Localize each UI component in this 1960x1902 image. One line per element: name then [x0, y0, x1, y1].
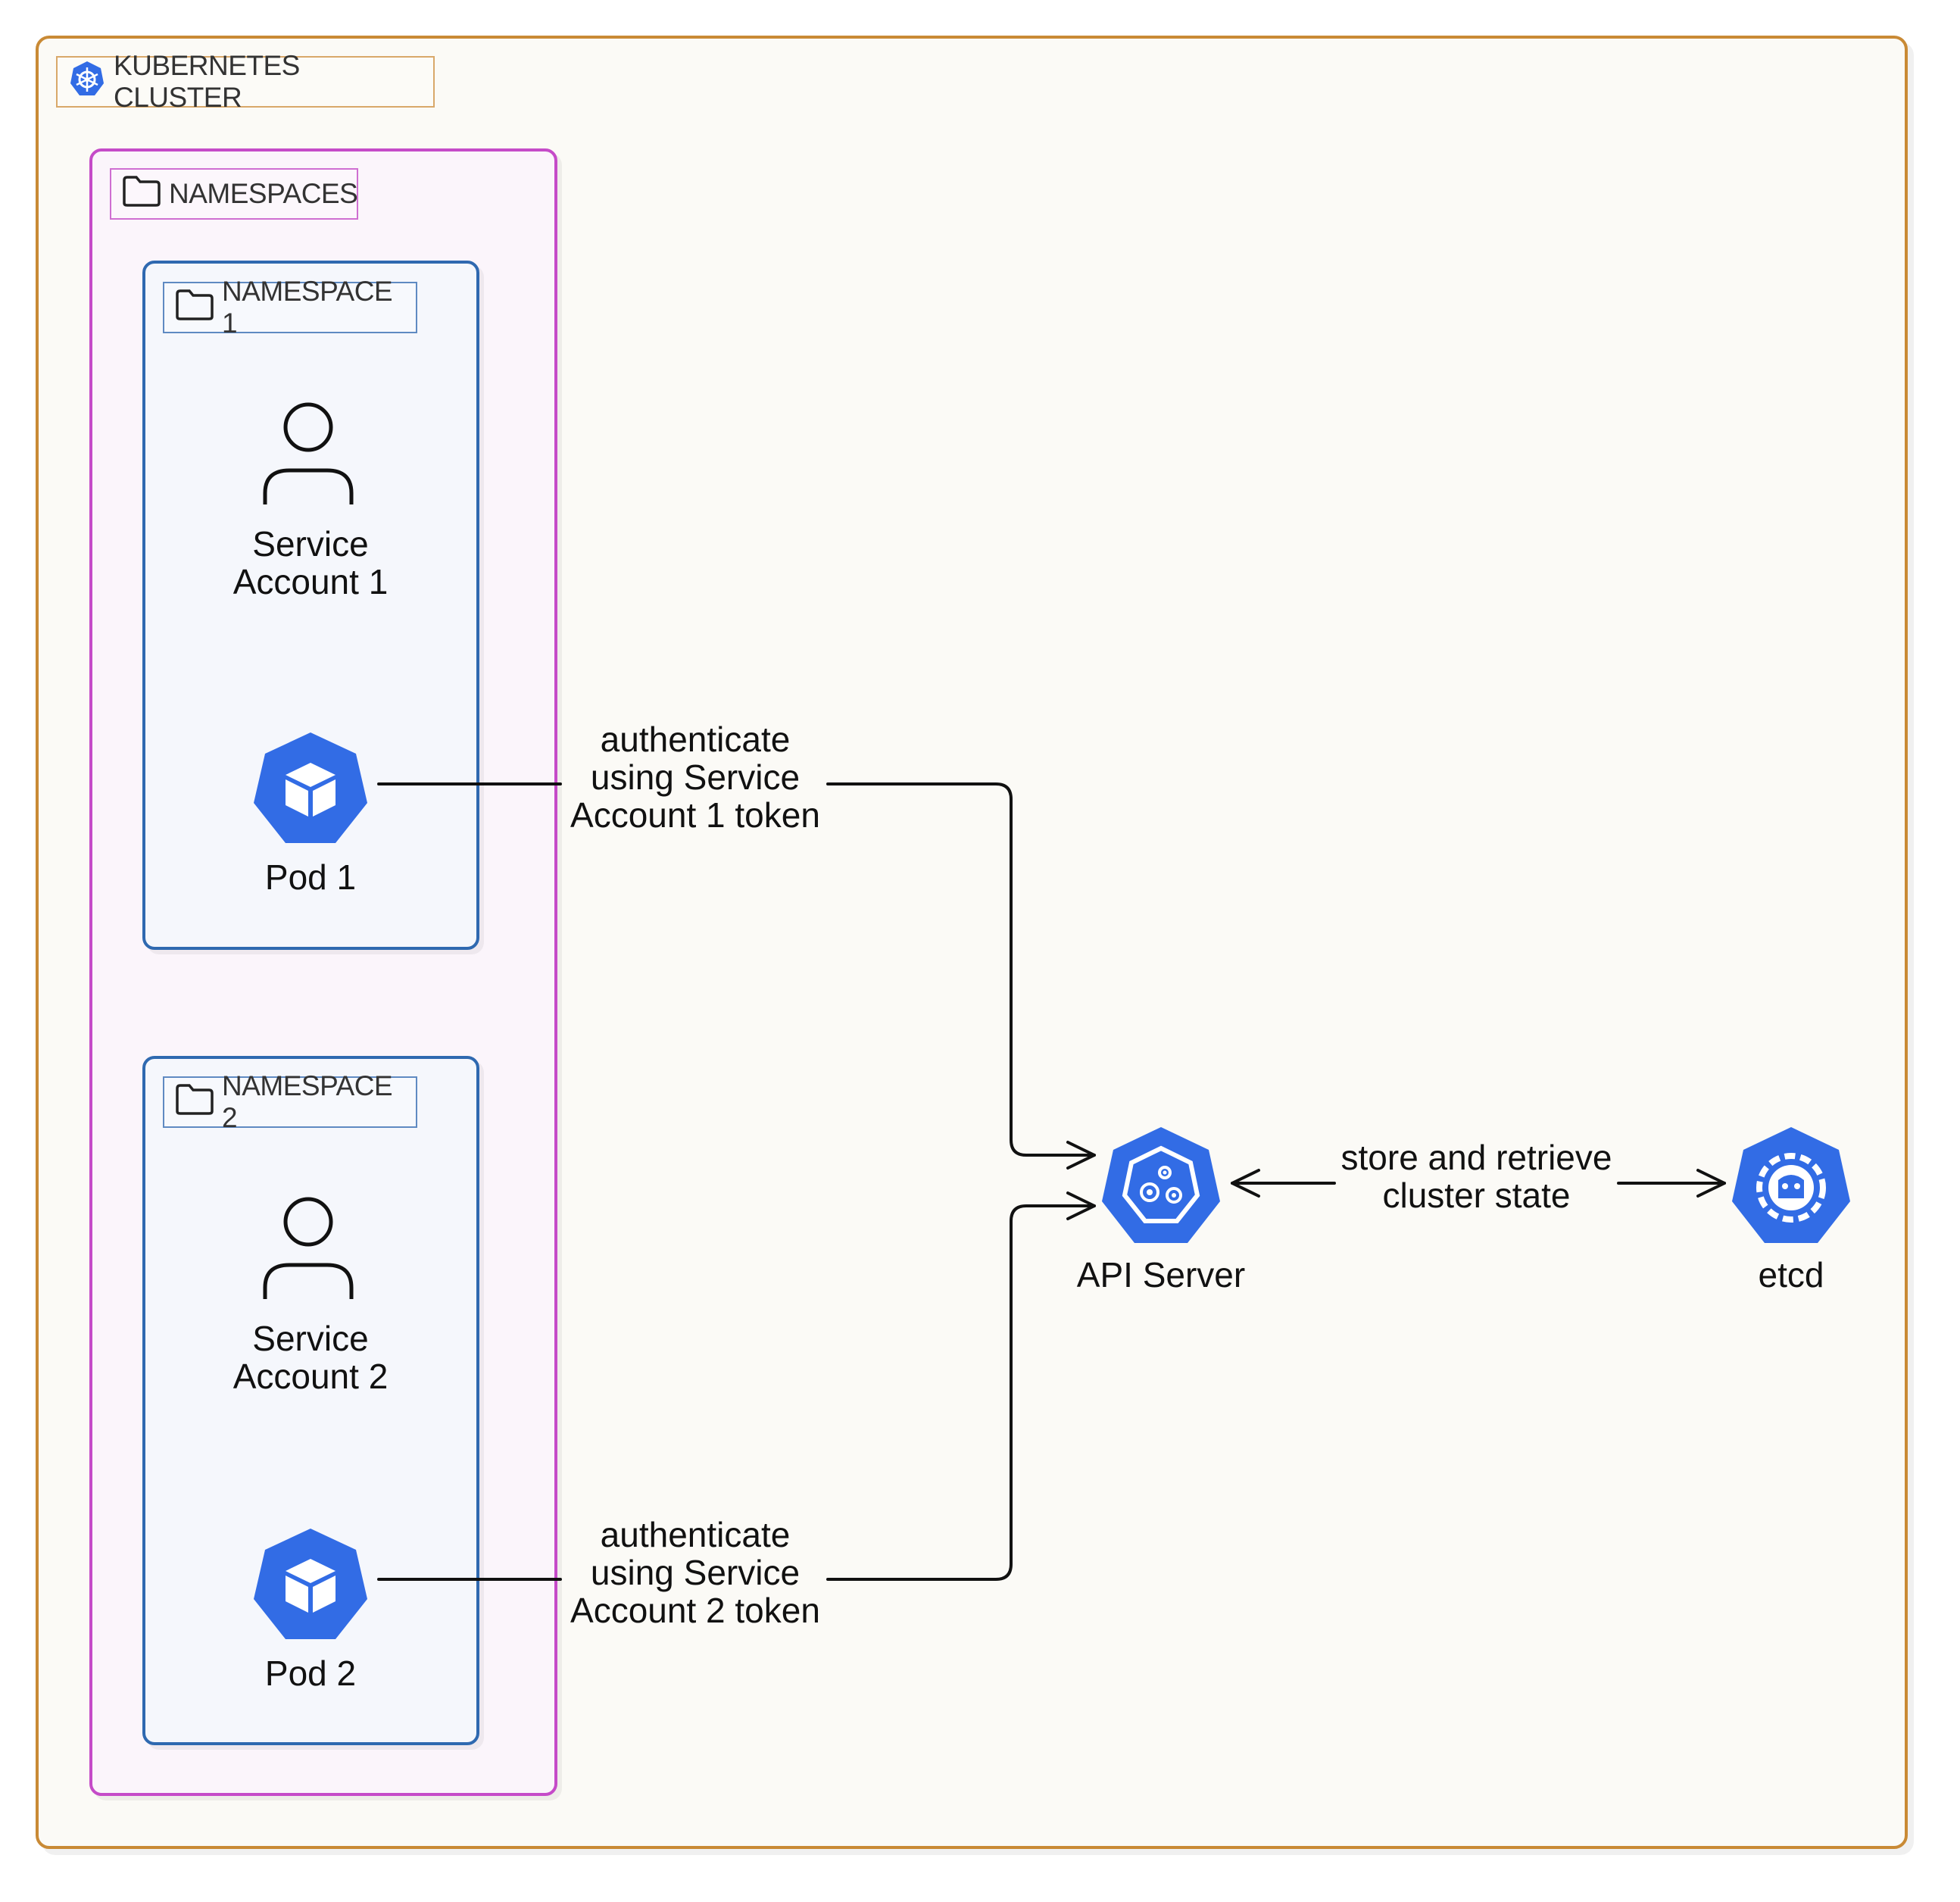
namespaces-title: NAMESPACES: [169, 178, 358, 209]
pod-icon: [250, 731, 371, 848]
cluster-title: KUBERNETES CLUSTER: [114, 50, 300, 113]
namespaces-title-tag: NAMESPACES: [110, 168, 358, 220]
user-icon: [259, 398, 357, 512]
edge-label-api-etcd: store and retrieve cluster state: [1340, 1138, 1612, 1215]
folder-icon: [175, 1082, 214, 1123]
api-server-icon: [1098, 1126, 1224, 1251]
folder-icon: [122, 174, 161, 214]
pod-2-label: Pod 2: [264, 1654, 357, 1693]
namespace-1-title: NAMESPACE 1: [222, 276, 393, 339]
pod-1-label: Pod 1: [264, 857, 357, 897]
folder-icon: [175, 288, 214, 328]
arrowhead-pod2-api: [1066, 1191, 1096, 1220]
user-icon: [259, 1193, 357, 1307]
etcd-icon: [1728, 1126, 1854, 1251]
etcd-label: etcd: [1758, 1255, 1824, 1295]
edge-pod1-api: [377, 782, 1096, 1157]
edge-label-pod2: authenticate using Service Account 2 tok…: [570, 1515, 820, 1630]
arrowhead-api: [1231, 1169, 1260, 1198]
service-account-2-label: Service Account 2: [233, 1319, 389, 1396]
namespace-2-title: NAMESPACE 2: [222, 1070, 393, 1133]
edge-pod2-api: [377, 1204, 1096, 1581]
namespace-2-title-tag: NAMESPACE 2: [163, 1070, 417, 1133]
namespace-1-title-tag: NAMESPACE 1: [163, 276, 417, 339]
arrowhead-etcd: [1696, 1169, 1726, 1198]
edge-label-pod1: authenticate using Service Account 1 tok…: [570, 720, 820, 835]
pod-icon: [250, 1527, 371, 1644]
api-server-label: API Server: [1076, 1255, 1246, 1295]
kubernetes-helm-icon: [68, 60, 106, 105]
arrowhead-pod1-api: [1066, 1141, 1096, 1170]
service-account-1-label: Service Account 1: [233, 524, 389, 601]
cluster-title-tag: KUBERNETES CLUSTER: [56, 50, 435, 113]
namespace-1-boundary: [142, 261, 479, 950]
